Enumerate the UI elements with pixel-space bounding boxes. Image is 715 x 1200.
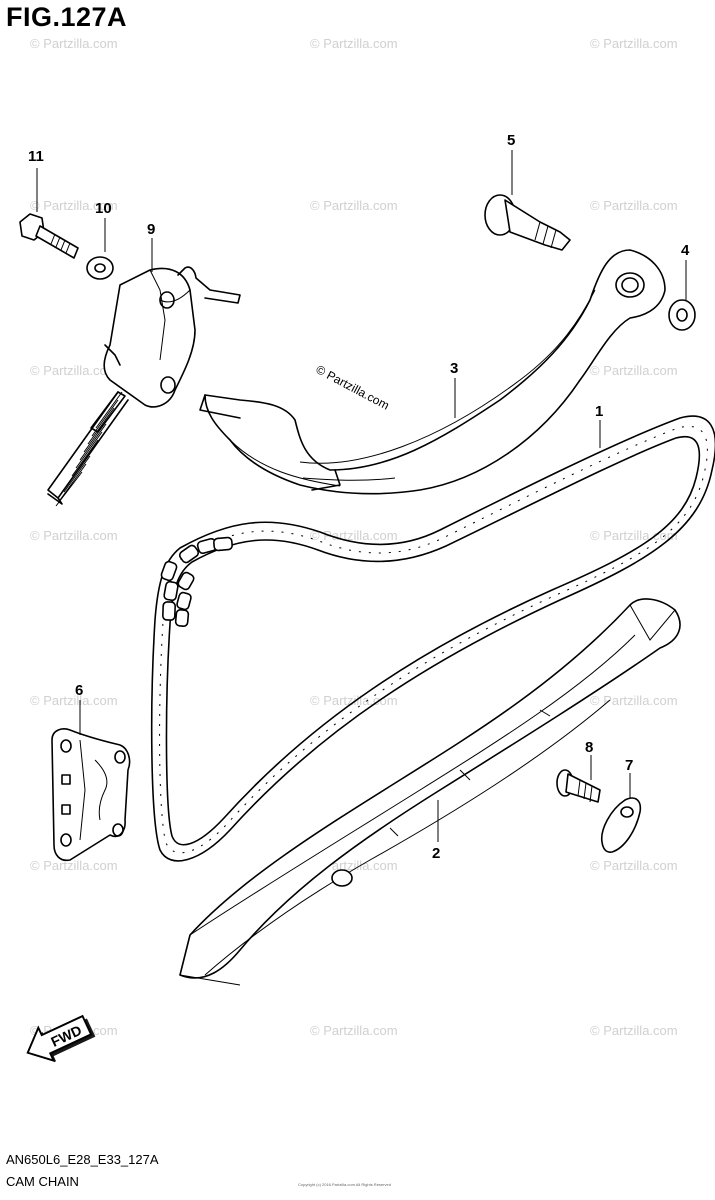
watermark-text: © Partzilla.com	[30, 858, 118, 873]
watermark-text: © Partzilla.com	[590, 693, 678, 708]
watermark-text: © Partzilla.com	[30, 363, 118, 378]
callout-7: 7	[625, 757, 633, 774]
part-bolt-5	[484, 194, 571, 251]
watermark-text: © Partzilla.com	[30, 693, 118, 708]
callout-3: 3	[450, 360, 458, 377]
part-cam-chain	[150, 415, 715, 862]
copyright-notice: Copyright (c) 2016 Partzilla.com All Rig…	[298, 1182, 391, 1187]
part-tab-7	[600, 797, 642, 853]
watermark-text: © Partzilla.com	[30, 36, 118, 51]
watermark-text: © Partzilla.com	[310, 528, 398, 543]
figure-title: FIG.127A	[6, 2, 128, 32]
figure-code: AN650L6_E28_E33_127A	[6, 1152, 159, 1167]
part-bolt-8	[556, 769, 601, 803]
part-plate-6	[51, 728, 131, 862]
callout-5: 5	[507, 132, 515, 149]
figure-caption: CAM CHAIN	[6, 1174, 79, 1189]
watermark-text: © Partzilla.com	[310, 198, 398, 213]
watermark-text: © Partzilla.com	[310, 36, 398, 51]
watermark-text: © Partzilla.com	[590, 198, 678, 213]
part-tensioner-adjuster	[47, 266, 241, 507]
callout-2: 2	[432, 845, 440, 862]
part-chain-guide	[179, 598, 681, 986]
part-washer-10	[86, 256, 114, 280]
watermark-layer: © Partzilla.com © Partzilla.com © Partzi…	[30, 36, 678, 1038]
watermark-text: © Partzilla.com	[590, 528, 678, 543]
callout-4: 4	[681, 242, 690, 259]
callout-10: 10	[95, 200, 112, 217]
part-washer-4	[668, 299, 696, 331]
leader-lines	[36, 150, 687, 842]
part-tensioner-arm	[199, 249, 666, 495]
callout-11: 11	[28, 148, 44, 165]
watermark-text: © Partzilla.com	[590, 1023, 678, 1038]
part-bolt-11	[19, 213, 79, 259]
watermark-text: © Partzilla.com	[590, 363, 678, 378]
watermark-text: © Partzilla.com	[30, 528, 118, 543]
callout-9: 9	[147, 221, 155, 238]
callout-1: 1	[595, 403, 603, 420]
watermark-text: © Partzilla.com	[590, 36, 678, 51]
callout-8: 8	[585, 739, 593, 756]
fwd-arrow-badge: FWD	[26, 1014, 96, 1063]
watermark-text: © Partzilla.com	[314, 362, 392, 412]
watermark-text: © Partzilla.com	[310, 1023, 398, 1038]
watermark-text: © Partzilla.com	[30, 198, 118, 213]
watermark-text: © Partzilla.com	[310, 693, 398, 708]
watermark-text: © Partzilla.com	[590, 858, 678, 873]
cam-chain-links	[160, 536, 233, 627]
callout-labels: 11 10 9 5 4 3 1 2 6 8 7	[28, 132, 690, 862]
adjuster-spring	[47, 391, 129, 507]
callout-6: 6	[75, 682, 83, 699]
